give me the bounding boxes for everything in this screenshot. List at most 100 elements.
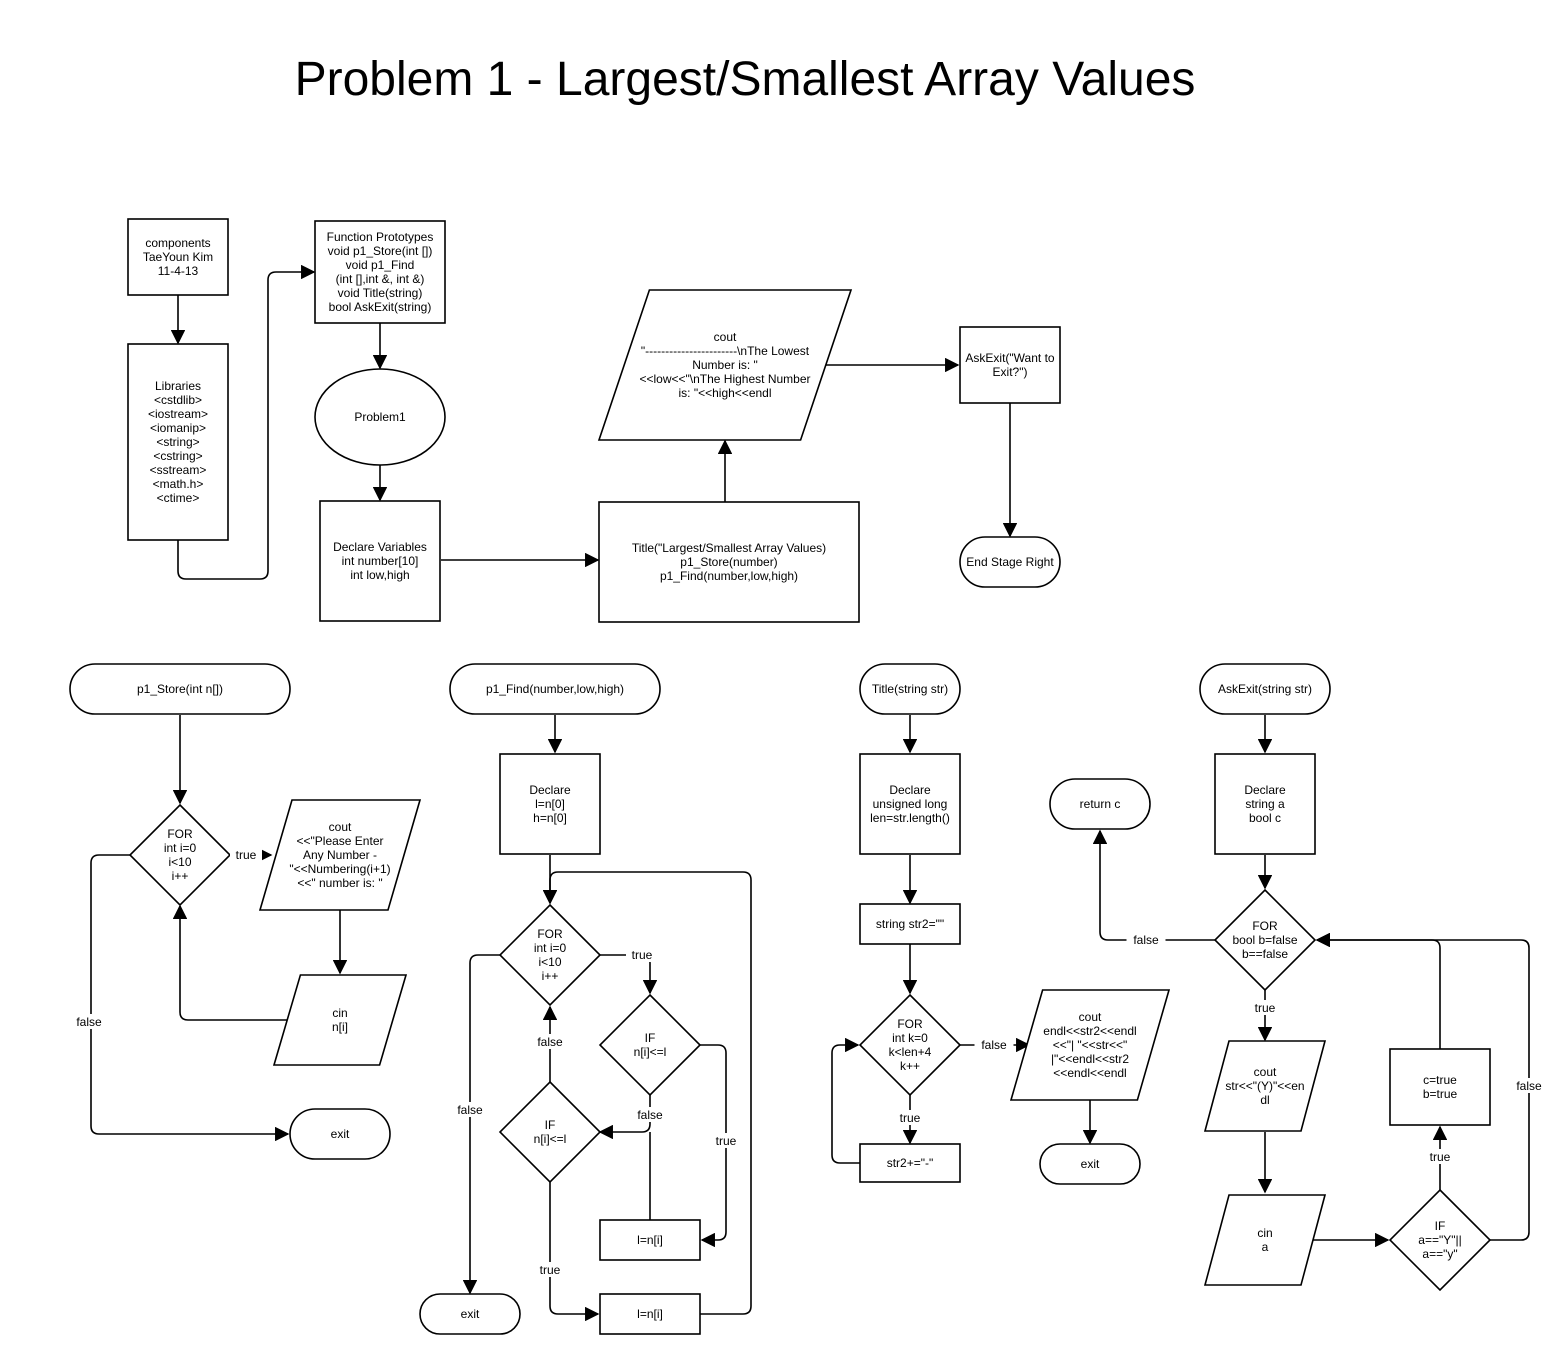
node-find-assign1-shape: [599, 1219, 701, 1261]
node-label-line: <sstream>: [150, 463, 207, 477]
node-store-exit-shape: [289, 1108, 391, 1160]
node-label-line: bool c: [1249, 811, 1281, 825]
node-label-line: return c: [1080, 797, 1121, 811]
node-cout-main: cout"-----------------------\nThe Lowest…: [597, 289, 853, 441]
edge-label-store-false: false: [76, 1015, 102, 1029]
node-problem1: Problem1: [314, 368, 446, 466]
edge-label-bg: [894, 1110, 926, 1125]
node-title-call: Title("Largest/Smallest Array Values)p1_…: [598, 501, 860, 623]
edge-label-find-if2-true: true: [540, 1263, 561, 1277]
node-ask-if-shape: [1388, 1188, 1492, 1292]
node-label-line: a: [1262, 1240, 1269, 1254]
node-label-line: int low,high: [350, 568, 409, 582]
node-label-line: FOR: [537, 927, 563, 941]
node-label-line: l=n[0]: [535, 797, 565, 811]
edge-label-title-true: true: [900, 1111, 921, 1125]
node-store-exit: exit: [289, 1108, 391, 1160]
edge-find-for-false: [462, 954, 500, 1295]
node-label-line: IF: [545, 1118, 556, 1132]
node-title-for-shape: [858, 993, 962, 1097]
node-title-start-label: Title(string str): [872, 682, 948, 696]
node-askexit-call-shape: [959, 326, 1061, 404]
node-label-line: <<"Please Enter: [297, 834, 384, 848]
edge-label-bg: [1424, 1149, 1456, 1164]
node-label-line: len=str.length(): [870, 811, 950, 825]
edge-label-find-true-for: true: [632, 948, 653, 962]
edge-label-bg: [974, 1037, 1014, 1052]
node-store-exit-label: exit: [331, 1127, 350, 1141]
node-label-line: string a: [1245, 797, 1285, 811]
node-find-exit-label: exit: [461, 1307, 480, 1321]
node-label-line: n[i]<=l: [634, 1045, 667, 1059]
node-label-line: Declare: [889, 783, 931, 797]
node-find-declare-shape: [499, 753, 601, 855]
edge-title-append-for: [831, 1037, 860, 1164]
node-ask-return-label: return c: [1080, 797, 1121, 811]
node-title-append-shape: [859, 1143, 961, 1183]
node-store-start: p1_Store(int n[]): [69, 663, 291, 715]
node-find-assign2-label: l=n[i]: [637, 1307, 663, 1321]
node-label-line: exit: [461, 1307, 480, 1321]
node-label-line: void p1_Store(int []): [328, 244, 433, 258]
node-label-line: <math.h>: [153, 477, 204, 491]
edge-label-title-false: false: [981, 1038, 1007, 1052]
node-find-assign1: l=n[i]: [599, 1219, 701, 1261]
node-label-line: Any Number -: [303, 848, 377, 862]
node-label-line: "-----------------------\nThe Lowest: [641, 344, 810, 358]
node-declare-vars-shape: [319, 500, 441, 622]
node-ask-start-label: AskExit(string str): [1218, 682, 1312, 696]
node-ask-return-shape: [1049, 778, 1151, 830]
node-title-cout-shape: [1009, 989, 1171, 1101]
node-libraries-shape: [127, 343, 229, 541]
node-label-line: 11-4-13: [158, 264, 199, 278]
node-title-exit-label: exit: [1081, 1157, 1100, 1171]
node-ask-start: AskExit(string str): [1199, 663, 1331, 715]
edge-label-find-false-for: false: [457, 1103, 483, 1117]
node-problem1-label: Problem1: [354, 410, 406, 424]
node-label-line: void p1_Find: [346, 258, 415, 272]
edge-store-cin-for: [172, 904, 291, 1021]
node-ask-start-shape: [1199, 663, 1331, 715]
node-label-line: exit: [1081, 1157, 1100, 1171]
edge-label-store-true: true: [236, 848, 257, 862]
node-label-line: FOR: [897, 1017, 923, 1031]
node-label-line: <cstdlib>: [154, 393, 202, 407]
node-label-line: dl: [1260, 1093, 1269, 1107]
node-label-line: <string>: [156, 435, 199, 449]
node-label-line: Title("Largest/Smallest Array Values): [632, 541, 826, 555]
node-label-line: str<<"(Y)"<<en: [1225, 1079, 1304, 1093]
edge-store-false: [90, 854, 290, 1142]
node-label-line: TaeYoun Kim: [143, 250, 213, 264]
edge-find-if2-true: [549, 1182, 600, 1322]
node-label-line: <ctime>: [157, 491, 200, 505]
node-label-line: int number[10]: [342, 554, 419, 568]
edge-label-bg: [710, 1133, 742, 1148]
node-store-start-shape: [69, 663, 291, 715]
node-label-line: is: "<<high<<endl: [679, 386, 772, 400]
node-label-line: n[i]<=l: [534, 1132, 567, 1146]
node-label-line: components: [145, 236, 210, 250]
node-find-start-shape: [449, 663, 661, 715]
edge-ask-set-for: [1315, 932, 1441, 1049]
edge-label-ask-true-for: true: [1255, 1001, 1276, 1015]
edge-label-bg: [1509, 1078, 1549, 1093]
